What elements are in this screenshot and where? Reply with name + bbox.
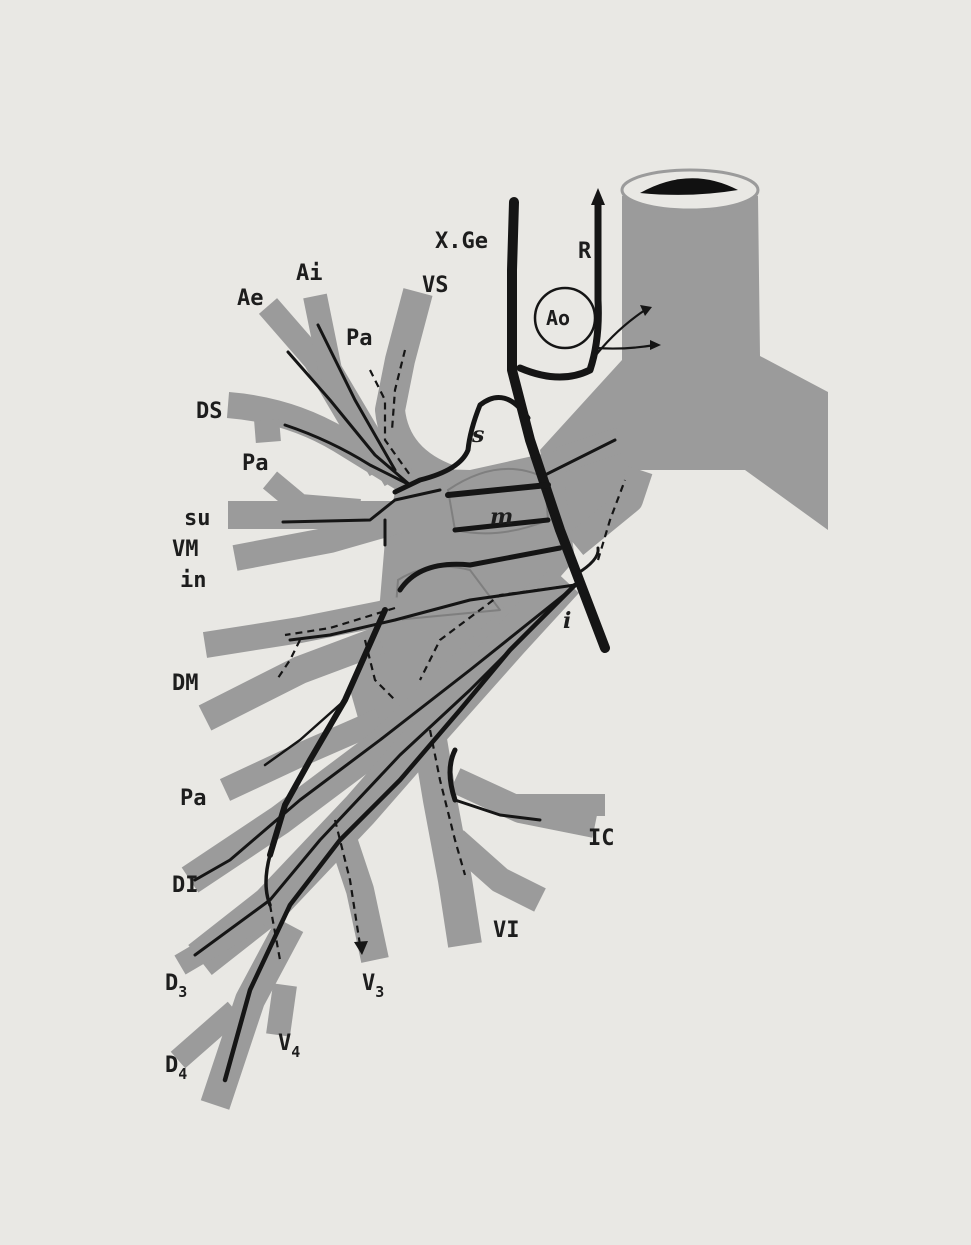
- label-d3: D3: [165, 971, 187, 1001]
- label-v3-sub: 3: [375, 983, 384, 1001]
- branch-ds-tip: [255, 430, 280, 432]
- branch-v4: [278, 985, 285, 1035]
- label-v4: V4: [278, 1031, 300, 1061]
- label-ae: Ae: [237, 286, 264, 311]
- label-pa-low: Pa: [180, 786, 207, 811]
- branch-v3: [340, 830, 375, 960]
- label-i: i: [563, 608, 571, 634]
- label-ai: Ai: [296, 261, 323, 286]
- label-m: m: [490, 504, 513, 530]
- label-r: R: [578, 239, 592, 264]
- label-s: s: [471, 422, 484, 448]
- label-v3-main: V: [362, 971, 375, 996]
- nerve-ic-loop: [450, 750, 455, 800]
- label-x-ge: X.Ge: [435, 229, 488, 254]
- label-d3-sub: 3: [178, 983, 187, 1001]
- label-dm: DM: [172, 671, 199, 696]
- label-v4-main: V: [278, 1031, 291, 1056]
- label-pa-top: Pa: [346, 326, 373, 351]
- label-d4-main: D: [165, 1053, 178, 1078]
- label-vm: VM: [172, 537, 199, 562]
- label-vi: VI: [493, 918, 520, 943]
- label-vs: VS: [422, 273, 449, 298]
- label-d3-main: D: [165, 971, 178, 996]
- label-ds: DS: [196, 399, 223, 424]
- label-ic: IC: [588, 826, 615, 851]
- label-v4-sub: 4: [291, 1043, 300, 1061]
- label-d4-sub: 4: [178, 1065, 187, 1083]
- recurrent-arrow-head: [591, 188, 605, 205]
- great-vessel: [540, 182, 828, 555]
- label-v3: V3: [362, 971, 384, 1001]
- label-di: DI: [172, 873, 199, 898]
- label-ao: Ao: [546, 306, 570, 330]
- label-pa-mid: Pa: [242, 451, 269, 476]
- vessel-tree: [178, 170, 828, 1105]
- branch-vs: [390, 292, 450, 480]
- label-in: in: [180, 568, 207, 593]
- label-su: su: [184, 506, 211, 531]
